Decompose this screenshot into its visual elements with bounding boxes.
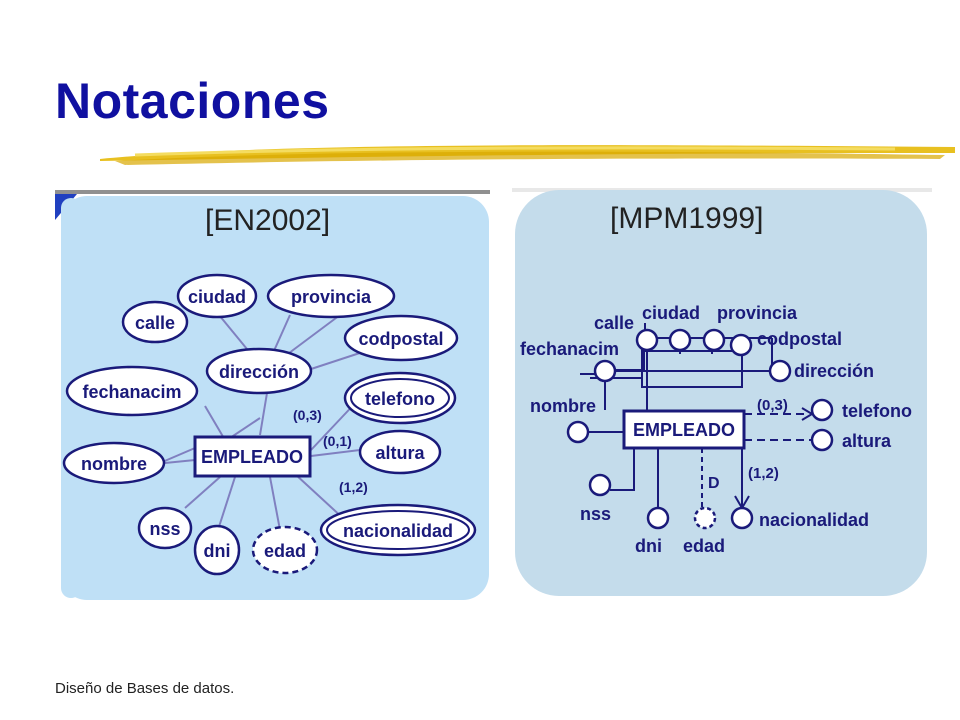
en2002-attr-nss: nss (137, 506, 193, 550)
svg-text:dni: dni (204, 541, 231, 561)
mpm1999-attr-provincia: provincia (702, 303, 798, 352)
svg-text:altura: altura (375, 443, 425, 463)
mpm1999-entity-empleado: EMPLEADO (622, 409, 746, 450)
svg-text:dni: dni (635, 536, 662, 556)
mpm1999-attr-altura: altura (744, 428, 892, 452)
mpm1999-attr-dni: dni (635, 448, 670, 556)
svg-text:calle: calle (135, 313, 175, 333)
svg-text:EMPLEADO: EMPLEADO (201, 447, 303, 467)
svg-text:nacionalidad: nacionalidad (343, 521, 453, 541)
svg-text:altura: altura (842, 431, 892, 451)
en2002-attr-direccion: dirección (205, 347, 313, 395)
svg-text:nombre: nombre (81, 454, 147, 474)
svg-text:EMPLEADO: EMPLEADO (633, 420, 735, 440)
svg-text:edad: edad (264, 541, 306, 561)
svg-text:nss: nss (580, 504, 611, 524)
svg-text:ciudad: ciudad (188, 287, 246, 307)
en2002-attr-calle: calle (121, 300, 189, 344)
en2002-diagram: [EN2002] calle ciudad provincia codposta… (55, 190, 490, 600)
en2002-card-altura: (0,1) (323, 433, 352, 449)
mpm1999-diagram: [MPM1999] (512, 188, 932, 596)
en2002-attr-provincia: provincia (266, 273, 396, 319)
en2002-label: [EN2002] (205, 204, 330, 237)
en2002-attr-dni: dni (193, 524, 241, 576)
svg-text:telefono: telefono (842, 401, 912, 421)
en2002-attr-nombre: nombre (62, 441, 166, 485)
svg-text:codpostal: codpostal (358, 329, 443, 349)
mpm1999-attr-telefono: telefono (744, 398, 912, 422)
en2002-attr-nacionalidad: nacionalidad (319, 503, 477, 557)
mpm1999-attr-nss: nss (580, 448, 635, 524)
svg-text:fechanacim: fechanacim (520, 339, 619, 359)
slide-title: Notaciones (55, 73, 330, 129)
mpm1999-attr-nacionalidad: nacionalidad (730, 448, 869, 530)
mpm1999-attr-nombre: nombre (530, 396, 624, 444)
en2002-attr-ciudad: ciudad (176, 273, 258, 319)
svg-text:fechanacim: fechanacim (82, 382, 181, 402)
svg-text:dirección: dirección (219, 362, 299, 382)
en2002-entity-empleado: EMPLEADO (193, 435, 312, 478)
svg-text:calle: calle (594, 313, 634, 333)
svg-text:provincia: provincia (717, 303, 798, 323)
en2002-card-nacionalidad: (1,2) (339, 479, 368, 495)
mpm1999-card-nacionalidad: (1,2) (748, 465, 779, 482)
en2002-attr-codpostal: codpostal (343, 314, 459, 362)
mpm1999-label: [MPM1999] (610, 202, 763, 235)
mpm1999-attr-codpostal: codpostal (729, 329, 842, 357)
mpm1999-attr-fechanacim: fechanacim (520, 339, 619, 383)
en2002-attr-edad: edad (251, 525, 319, 575)
svg-text:nombre: nombre (530, 396, 596, 416)
svg-text:telefono: telefono (365, 389, 435, 409)
mpm1999-attr-ciudad: ciudad (642, 303, 700, 352)
mpm1999-derived-marker: D (708, 475, 720, 492)
svg-text:provincia: provincia (291, 287, 372, 307)
svg-text:codpostal: codpostal (757, 329, 842, 349)
mpm1999-attr-calle: calle (594, 313, 659, 352)
slide-footer: Diseño de Bases de datos. (55, 680, 235, 697)
svg-text:edad: edad (683, 536, 725, 556)
svg-text:nss: nss (149, 519, 180, 539)
mpm1999-attr-direccion: dirección (768, 359, 874, 383)
en2002-attr-altura: altura (358, 429, 442, 475)
svg-text:ciudad: ciudad (642, 303, 700, 323)
mpm1999-card-telefono: (0,3) (757, 397, 788, 414)
mpm1999-attr-edad: edad (683, 448, 725, 556)
title-underline-brushstroke (100, 145, 955, 165)
svg-text:dirección: dirección (794, 361, 874, 381)
mpm1999-background (515, 190, 927, 596)
en2002-card-telefono: (0,3) (293, 407, 322, 423)
en2002-attr-telefono: telefono (343, 371, 457, 425)
en2002-attr-fechanacim: fechanacim (65, 365, 199, 417)
svg-text:nacionalidad: nacionalidad (759, 510, 869, 530)
